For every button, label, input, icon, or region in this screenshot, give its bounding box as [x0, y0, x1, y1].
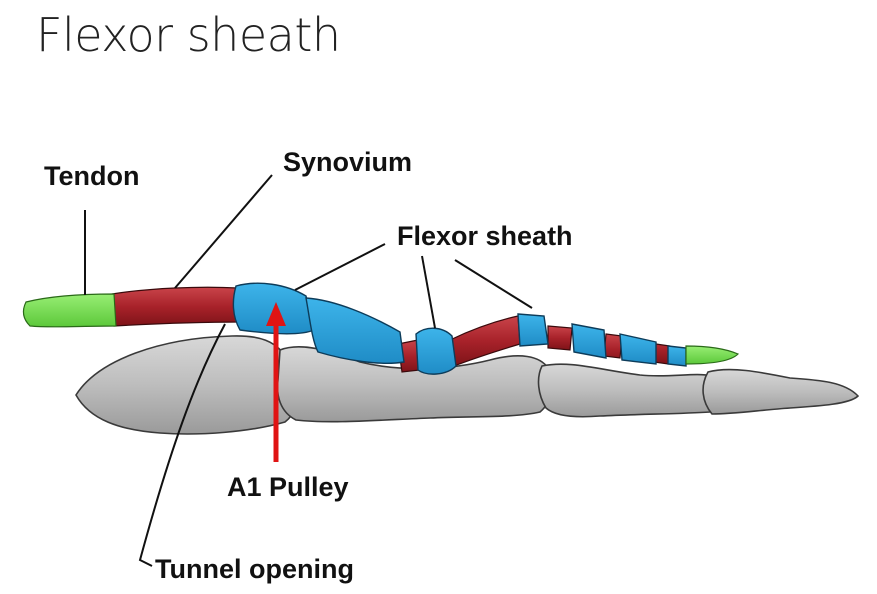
flexor-sheath-label: Flexor sheath	[397, 221, 573, 251]
tendon-ends	[22, 293, 740, 365]
bones	[75, 335, 860, 435]
metacarpal-bone	[75, 335, 309, 435]
a2-pulley-sheath	[305, 297, 405, 364]
tendon-distal-end	[685, 345, 740, 365]
synovium-tendon	[111, 286, 671, 373]
tunnel-opening-leader-line	[138, 323, 226, 567]
leader-lines	[84, 174, 533, 567]
a3-pulley-sheath	[415, 327, 457, 375]
synovium-label: Synovium	[283, 147, 412, 177]
a1-pulley-label: A1 Pulley	[227, 472, 349, 502]
flexor-sheath-leader-line-1	[294, 243, 386, 291]
tendon-label: Tendon	[44, 161, 139, 191]
middle-phalanx-bone	[537, 363, 721, 418]
distal-sheath	[667, 345, 687, 367]
distal-phalanx-bone	[702, 368, 860, 415]
synovium-proximal	[111, 286, 241, 327]
synovium-mid-3	[547, 325, 573, 351]
a5-pulley-sheath	[619, 333, 657, 365]
slide-title: Flexor sheath	[36, 8, 341, 62]
synovium-leader-line	[174, 174, 273, 289]
flexor-sheath-leader-line-3	[454, 259, 533, 309]
flexor-sheath-leader-line-2	[421, 255, 436, 329]
c-pulley-sheath	[571, 323, 607, 359]
tendon-proximal-end	[22, 293, 117, 328]
a4-pulley-sheath	[517, 313, 549, 347]
a1-pulley-arrow	[266, 302, 286, 462]
tunnel-opening-label: Tunnel opening	[155, 554, 354, 584]
